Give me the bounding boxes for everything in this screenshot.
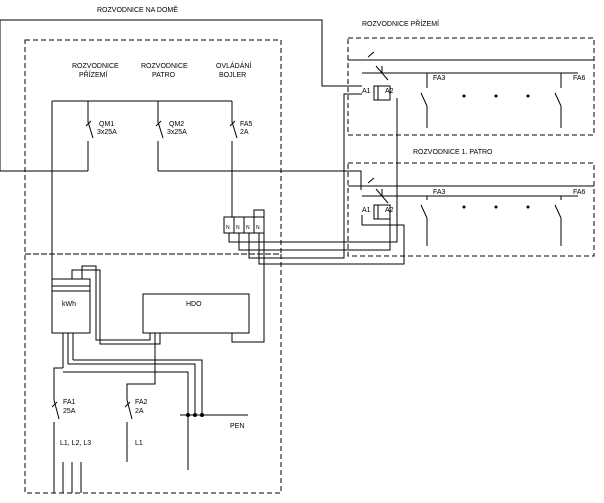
ground-fa6-label: FA6 bbox=[573, 75, 586, 82]
kwh-feed-a bbox=[81, 265, 151, 341]
fa5-rating: 2A bbox=[240, 129, 249, 136]
fa1-contact bbox=[53, 399, 60, 420]
fa5-contact bbox=[231, 121, 238, 139]
ground-a2: A2 bbox=[385, 88, 394, 95]
main-board-label: ROZVODNICE NA DOMĚ bbox=[97, 5, 178, 14]
main-board-enclosure bbox=[24, 39, 282, 255]
terminal-n-3: N bbox=[246, 225, 250, 231]
outer-supply-wire bbox=[0, 19, 362, 171]
terminal-to-ground-a2 bbox=[228, 98, 398, 243]
floor-main-switch bbox=[367, 177, 375, 184]
fa2-name: FA2 bbox=[135, 399, 148, 406]
terminal-n-1: N bbox=[226, 225, 230, 231]
kwh-to-hdo-2 bbox=[73, 359, 203, 415]
fa5-cross bbox=[229, 120, 236, 127]
fa1-cross bbox=[51, 401, 58, 408]
phase-hdo: L1 bbox=[135, 440, 143, 447]
terminal-to-ground-a1 bbox=[248, 93, 362, 259]
hdo-box bbox=[142, 293, 250, 334]
col-boiler-label-2: BOJLER bbox=[219, 72, 246, 79]
fa2-cross bbox=[124, 401, 131, 408]
kwh-label: kWh bbox=[62, 301, 76, 308]
hdo-label: HDO bbox=[186, 301, 202, 308]
ground-main-switch bbox=[367, 51, 375, 58]
kwh-meter bbox=[51, 278, 91, 334]
hdo-to-fa2 bbox=[126, 333, 156, 400]
terminal-to-floor-a1 bbox=[258, 215, 405, 265]
qm2-name: QM2 bbox=[169, 121, 184, 128]
first-floor-board-label: ROZVODNICE 1. PATRO bbox=[413, 149, 493, 156]
floor-dot-3 bbox=[526, 205, 530, 209]
fa2-contact bbox=[126, 399, 133, 420]
terminal-n-2: N bbox=[236, 225, 240, 231]
col-floor-label-1: ROZVODNICE bbox=[141, 63, 188, 70]
kwh-to-hdo-1 bbox=[68, 363, 196, 415]
floor-a1: A1 bbox=[362, 207, 371, 214]
terminal-n-4: N bbox=[256, 225, 260, 231]
ground-board-label: ROZVODNICE PŘÍZEMÍ bbox=[362, 19, 439, 28]
floor-fa3-contact bbox=[420, 204, 428, 219]
col-floor-label-2: PATRO bbox=[152, 72, 176, 79]
pen-node-2 bbox=[193, 413, 197, 417]
qm1-contact bbox=[87, 121, 94, 139]
ground-fa3-label: FA3 bbox=[433, 75, 446, 82]
kwh-to-fa1 bbox=[53, 367, 63, 400]
kwh-to-hdo-3 bbox=[63, 371, 189, 415]
phases-main: L1, L2, L3 bbox=[60, 440, 91, 447]
qm2-rating: 3x25A bbox=[167, 129, 187, 136]
ground-a1: A1 bbox=[362, 88, 371, 95]
pen-node-3 bbox=[200, 413, 204, 417]
ground-board-enclosure bbox=[347, 37, 595, 136]
ground-dot-2 bbox=[494, 94, 498, 98]
floor-fa6-contact bbox=[554, 204, 562, 219]
qm2-cross bbox=[155, 120, 162, 127]
kwh-feed-b bbox=[71, 269, 161, 345]
meter-enclosure bbox=[24, 253, 282, 494]
floor-fa6-label: FA6 bbox=[573, 189, 586, 196]
col-boiler-label-1: OVLÁDÁNÍ bbox=[216, 61, 251, 70]
qm2-to-first-floor bbox=[158, 170, 362, 190]
ground-fa3-contact bbox=[420, 92, 428, 107]
ground-fa6-contact bbox=[554, 92, 562, 107]
first-floor-board-enclosure bbox=[347, 162, 595, 257]
floor-fa3-label: FA3 bbox=[433, 189, 446, 196]
floor-dot-1 bbox=[462, 205, 466, 209]
fa5-name: FA5 bbox=[240, 121, 253, 128]
qm1-cross bbox=[85, 120, 92, 127]
floor-a2: A2 bbox=[385, 207, 394, 214]
fa1-name: FA1 bbox=[63, 399, 76, 406]
fa1-rating: 25A bbox=[63, 408, 76, 415]
ground-dot-1 bbox=[462, 94, 466, 98]
floor-dot-2 bbox=[494, 205, 498, 209]
col-ground-label-1: ROZVODNICE bbox=[72, 63, 119, 70]
pen-label: PEN bbox=[230, 423, 244, 430]
ground-dot-3 bbox=[526, 94, 530, 98]
col-ground-label-2: PŘÍZEMÍ bbox=[79, 70, 107, 79]
fa2-rating: 2A bbox=[135, 408, 144, 415]
qm1-rating: 3x25A bbox=[97, 129, 117, 136]
terminal-to-floor-a2 bbox=[238, 210, 391, 251]
qm1-name: QM1 bbox=[99, 121, 114, 128]
terminal-riser bbox=[253, 209, 265, 217]
qm2-contact bbox=[157, 121, 164, 139]
